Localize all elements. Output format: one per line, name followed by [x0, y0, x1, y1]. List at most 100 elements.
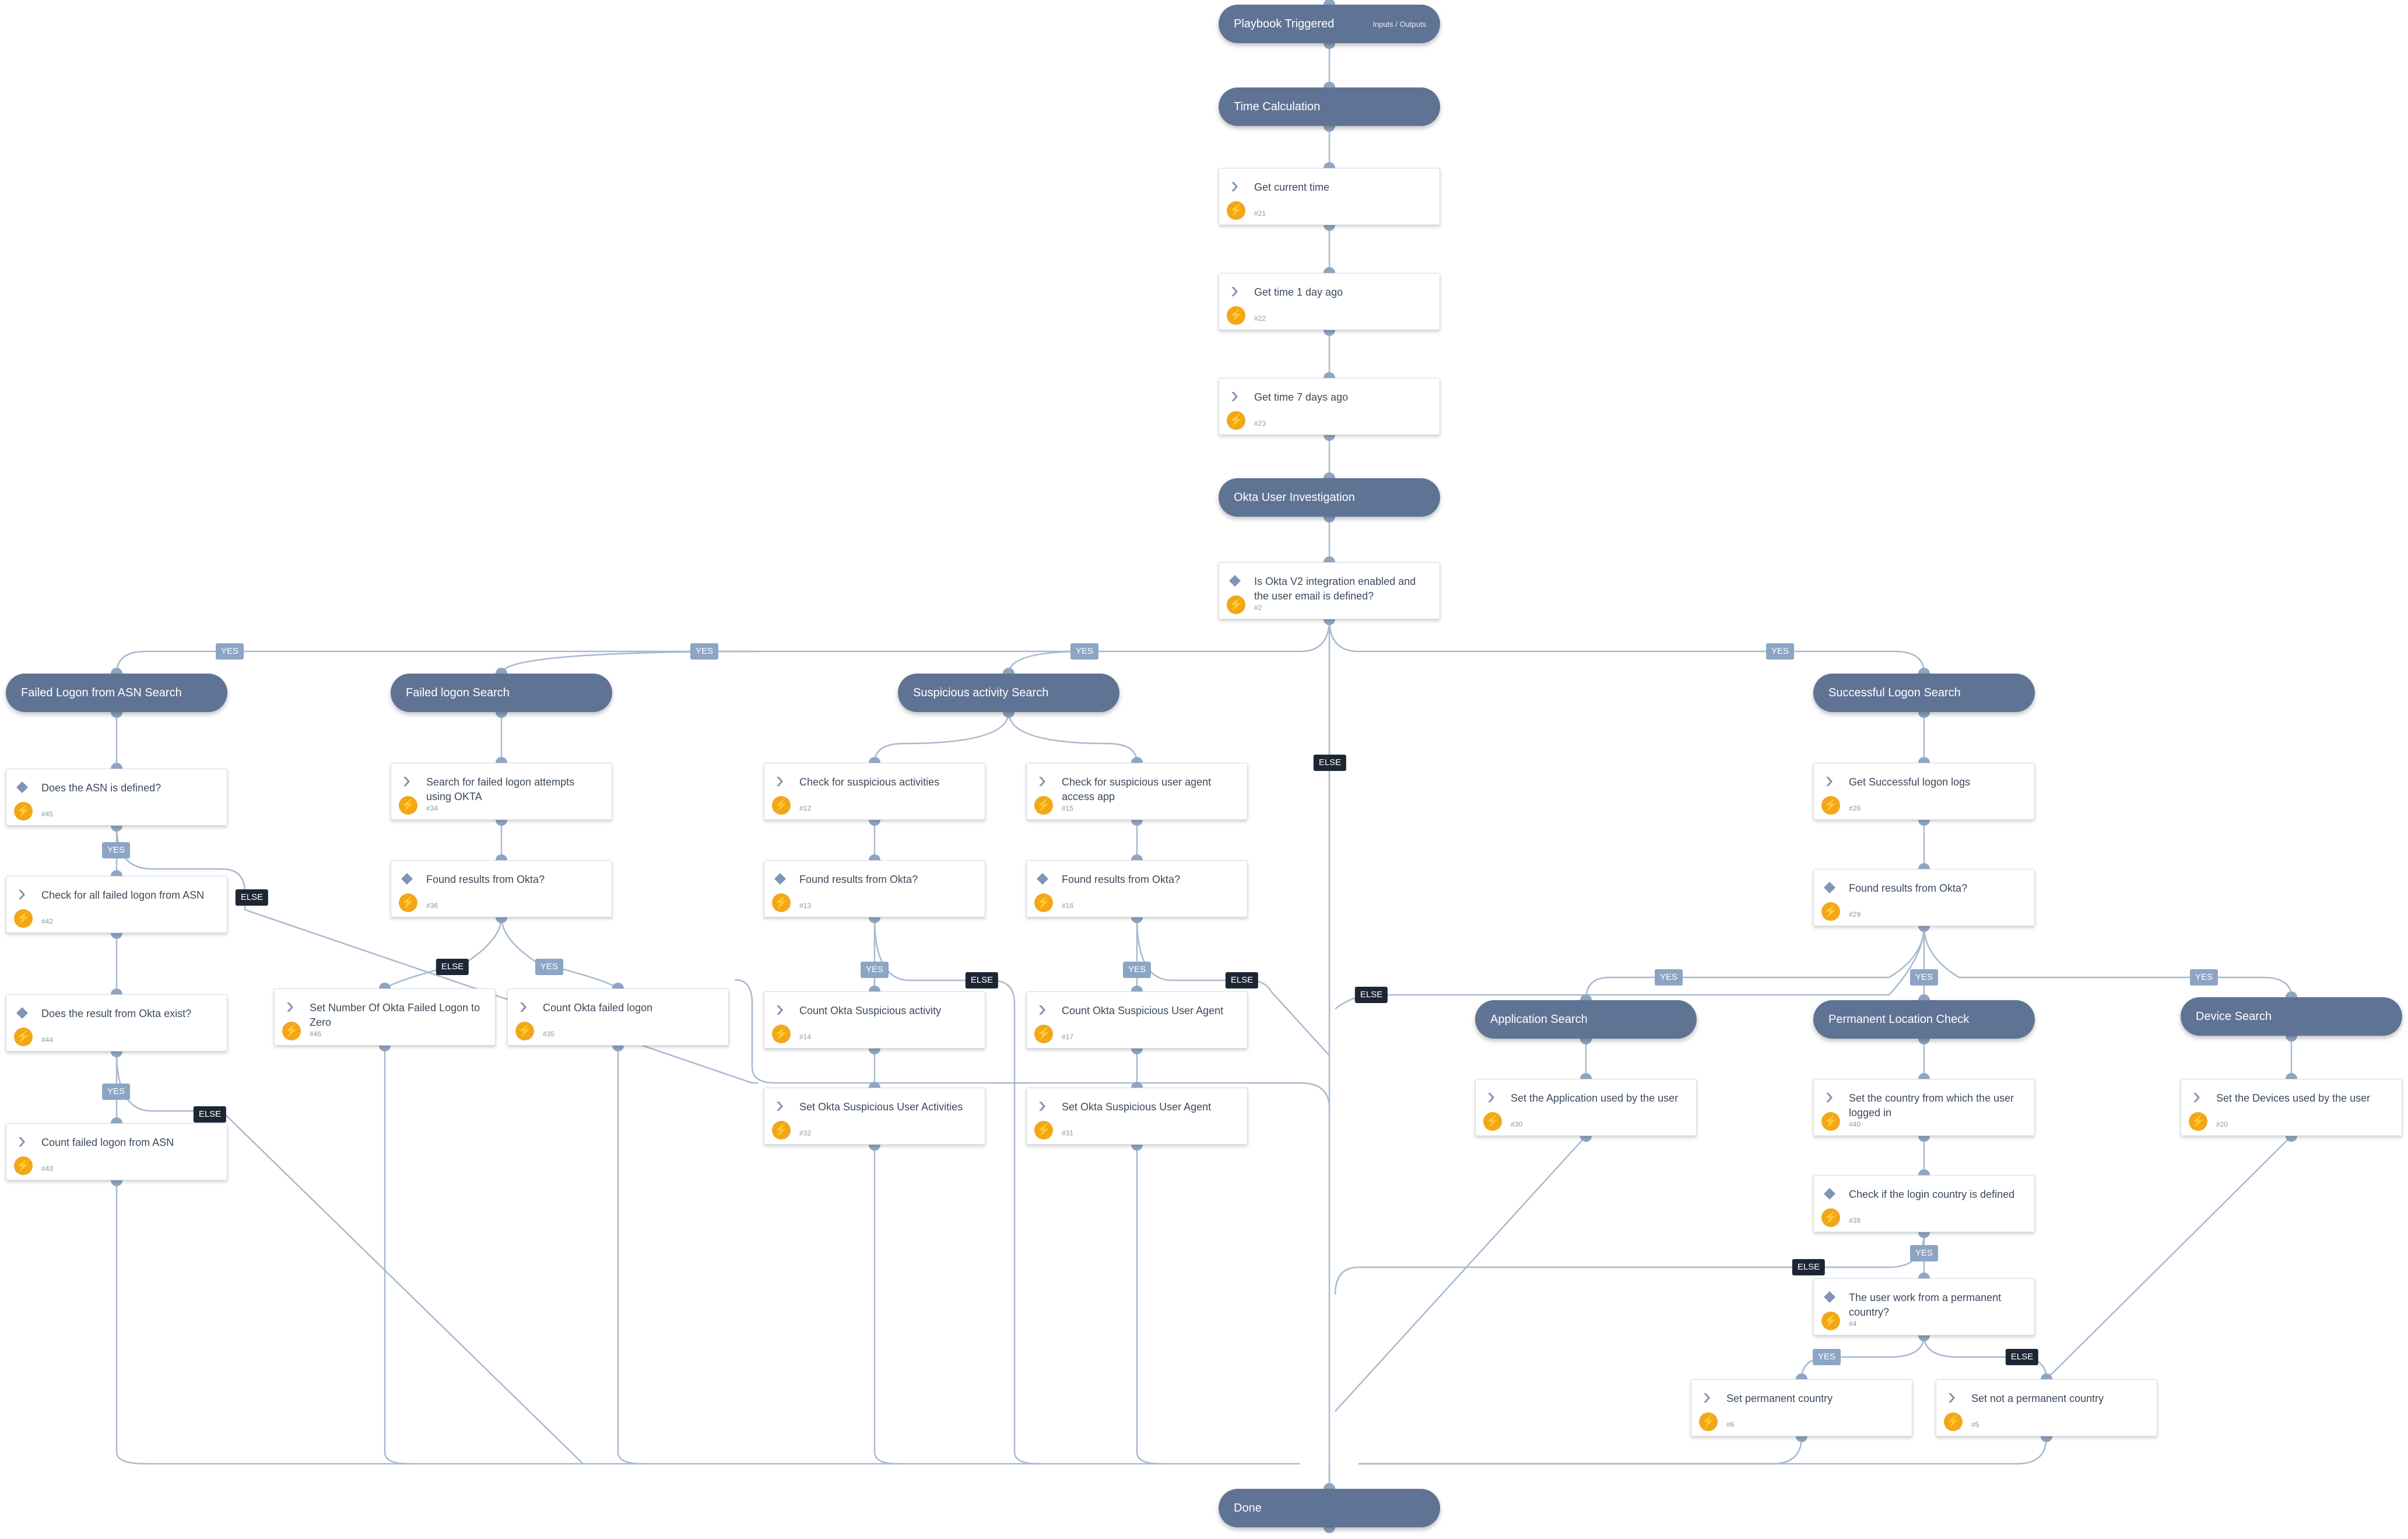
action-chevron-icon: [773, 1002, 788, 1018]
action-chevron-icon: [1227, 284, 1242, 299]
section-failed-logon-from-asn[interactable]: Failed Logon from ASN Search: [6, 674, 227, 712]
edge-label-yes[interactable]: YES: [860, 962, 889, 978]
task-set-suspicious-activities[interactable]: Set Okta Suspicious User Activities ⚡ #3…: [764, 1088, 985, 1145]
task-check-suspicious-activities[interactable]: Check for suspicious activities ⚡ #12: [764, 763, 985, 820]
bolt-icon: ⚡: [14, 802, 33, 821]
action-chevron-glyph: [1039, 1102, 1045, 1111]
task-title: Check for suspicious activities: [799, 776, 940, 788]
task-set-permanent-country[interactable]: Set permanent country ⚡ #6: [1691, 1379, 1912, 1436]
action-chevron-glyph: [1826, 777, 1833, 786]
edge-label-yes[interactable]: YES: [1765, 643, 1795, 660]
action-chevron-glyph: [2193, 1093, 2200, 1102]
condition-diamond-icon: [1822, 880, 1837, 895]
task-found-results-36[interactable]: Found results from Okta? ⚡ #36: [391, 860, 612, 917]
action-chevron-glyph: [1704, 1393, 1710, 1403]
edge-label-yes[interactable]: YES: [1909, 969, 1939, 986]
task-number: #30: [1511, 1120, 1523, 1128]
task-set-not-permanent-country[interactable]: Set not a permanent country ⚡ #5: [1936, 1379, 2157, 1436]
edge-label-else[interactable]: ELSE: [1225, 972, 1259, 988]
task-permanent-country-check[interactable]: The user work from a permanent country? …: [1813, 1278, 2035, 1335]
bolt-icon: ⚡: [14, 909, 33, 928]
edge-label-else[interactable]: ELSE: [235, 889, 269, 906]
bolt-icon: ⚡: [1821, 796, 1840, 815]
task-get-time-1-day[interactable]: Get time 1 day ago ⚡ #22: [1219, 273, 1440, 330]
action-chevron-icon: [2189, 1090, 2205, 1105]
edge-label-yes[interactable]: YES: [690, 643, 719, 660]
edge-label-else[interactable]: ELSE: [2005, 1349, 2039, 1365]
section-title: Time Calculation: [1234, 100, 1321, 113]
task-check-user-agent[interactable]: Check for suspicious user agent access a…: [1026, 763, 1248, 820]
bolt-icon: ⚡: [282, 1022, 301, 1040]
task-count-failed-logon-asn[interactable]: Count failed logon from ASN ⚡ #43: [6, 1123, 227, 1180]
action-chevron-icon: [1035, 1002, 1050, 1018]
section-done[interactable]: Done: [1219, 1489, 1440, 1527]
task-found-results-29[interactable]: Found results from Okta? ⚡ #29: [1813, 869, 2035, 926]
edge-connector: [1136, 1145, 1161, 1465]
section-suspicious-activity[interactable]: Suspicious activity Search: [898, 674, 1119, 712]
task-get-time-7-days[interactable]: Get time 7 days ago ⚡ #23: [1219, 378, 1440, 435]
edge-label-else[interactable]: ELSE: [1313, 755, 1347, 771]
bolt-icon: ⚡: [1821, 902, 1840, 921]
task-title: Get Successful logon logs: [1849, 776, 1971, 788]
task-set-application[interactable]: Set the Application used by the user ⚡ #…: [1475, 1079, 1697, 1136]
edge-label-else[interactable]: ELSE: [1354, 987, 1388, 1003]
task-search-failed-logon[interactable]: Search for failed logon attempts using O…: [391, 763, 612, 820]
edge-label-yes[interactable]: YES: [1122, 962, 1152, 978]
task-title: Found results from Okta?: [1849, 882, 1968, 894]
task-okta-integration-check[interactable]: Is Okta V2 integration enabled and the u…: [1219, 562, 1440, 619]
edge-label-yes[interactable]: YES: [535, 959, 564, 975]
task-asn-defined[interactable]: Does the ASN is defined? ⚡ #45: [6, 769, 227, 826]
section-successful-logon[interactable]: Successful Logon Search: [1813, 674, 2035, 712]
edge-label-else[interactable]: ELSE: [193, 1106, 227, 1123]
edge-label-yes[interactable]: YES: [1654, 969, 1683, 986]
action-chevron-icon: [1035, 1099, 1050, 1114]
task-title: Is Okta V2 integration enabled and the u…: [1254, 576, 1416, 602]
section-okta-user-investigation[interactable]: Okta User Investigation: [1219, 478, 1440, 517]
inputs-outputs-link[interactable]: Inputs / Outputs: [1373, 19, 1426, 29]
edge-label-yes[interactable]: YES: [215, 643, 244, 660]
action-chevron-icon: [15, 887, 30, 902]
edge-label-else[interactable]: ELSE: [965, 972, 999, 988]
condition-diamond-glyph: [16, 781, 28, 793]
edge-label-yes[interactable]: YES: [1909, 1245, 1939, 1261]
edge-connector: [1585, 925, 1925, 1001]
section-time-calculation[interactable]: Time Calculation: [1219, 87, 1440, 126]
task-found-results-13[interactable]: Found results from Okta? ⚡ #13: [764, 860, 985, 917]
edge-label-yes[interactable]: YES: [2189, 969, 2219, 986]
section-permanent-location-check[interactable]: Permanent Location Check: [1813, 1000, 2035, 1039]
section-application-search[interactable]: Application Search: [1475, 1000, 1697, 1039]
bolt-icon: ⚡: [1227, 201, 1245, 220]
edge-label-else[interactable]: ELSE: [1792, 1259, 1826, 1275]
section-playbook-triggered[interactable]: Playbook Triggered Inputs / Outputs: [1219, 5, 1440, 43]
bolt-icon: ⚡: [1699, 1412, 1718, 1431]
task-okta-result-exist[interactable]: Does the result from Okta exist? ⚡ #44: [6, 994, 227, 1051]
condition-diamond-glyph: [1824, 1291, 1835, 1303]
task-get-successful-logon[interactable]: Get Successful logon logs ⚡ #28: [1813, 763, 2035, 820]
task-set-country[interactable]: Set the country from which the user logg…: [1813, 1079, 2035, 1136]
edge-label-yes[interactable]: YES: [1812, 1349, 1841, 1365]
edge-label-yes[interactable]: YES: [1070, 643, 1099, 660]
task-count-user-agent[interactable]: Count Okta Suspicious User Agent ⚡ #17: [1026, 991, 1248, 1049]
edge-label-yes[interactable]: YES: [101, 842, 131, 858]
edge-label-yes[interactable]: YES: [101, 1084, 131, 1100]
action-chevron-glyph: [777, 1102, 783, 1111]
edge-connector: [873, 711, 1010, 763]
task-get-current-time[interactable]: Get current time ⚡ #21: [1219, 168, 1440, 225]
section-failed-logon-search[interactable]: Failed logon Search: [391, 674, 612, 712]
task-set-devices[interactable]: Set the Devices used by the user ⚡ #20: [2181, 1079, 2402, 1136]
edge-connector: [1800, 1335, 1925, 1380]
action-chevron-glyph: [1231, 392, 1238, 401]
bolt-icon: ⚡: [1034, 1025, 1053, 1043]
task-found-results-16[interactable]: Found results from Okta? ⚡ #16: [1026, 860, 1248, 917]
task-check-login-country[interactable]: Check if the login country is defined ⚡ …: [1813, 1175, 2035, 1232]
task-check-failed-logon-asn[interactable]: Check for all failed logon from ASN ⚡ #4…: [6, 876, 227, 933]
condition-diamond-glyph: [774, 873, 786, 885]
task-count-suspicious-activity[interactable]: Count Okta Suspicious activity ⚡ #14: [764, 991, 985, 1049]
edge-connector: [2045, 1135, 2292, 1379]
edge-label-else[interactable]: ELSE: [436, 959, 469, 975]
task-set-failed-logon-zero[interactable]: Set Number Of Okta Failed Logon to Zero …: [274, 988, 496, 1046]
task-set-user-agent[interactable]: Set Okta Suspicious User Agent ⚡ #31: [1026, 1088, 1248, 1145]
section-title: Successful Logon Search: [1828, 686, 1961, 699]
section-device-search[interactable]: Device Search: [2181, 997, 2402, 1036]
task-count-okta-failed-logon[interactable]: Count Okta failed logon ⚡ #35: [507, 988, 729, 1046]
